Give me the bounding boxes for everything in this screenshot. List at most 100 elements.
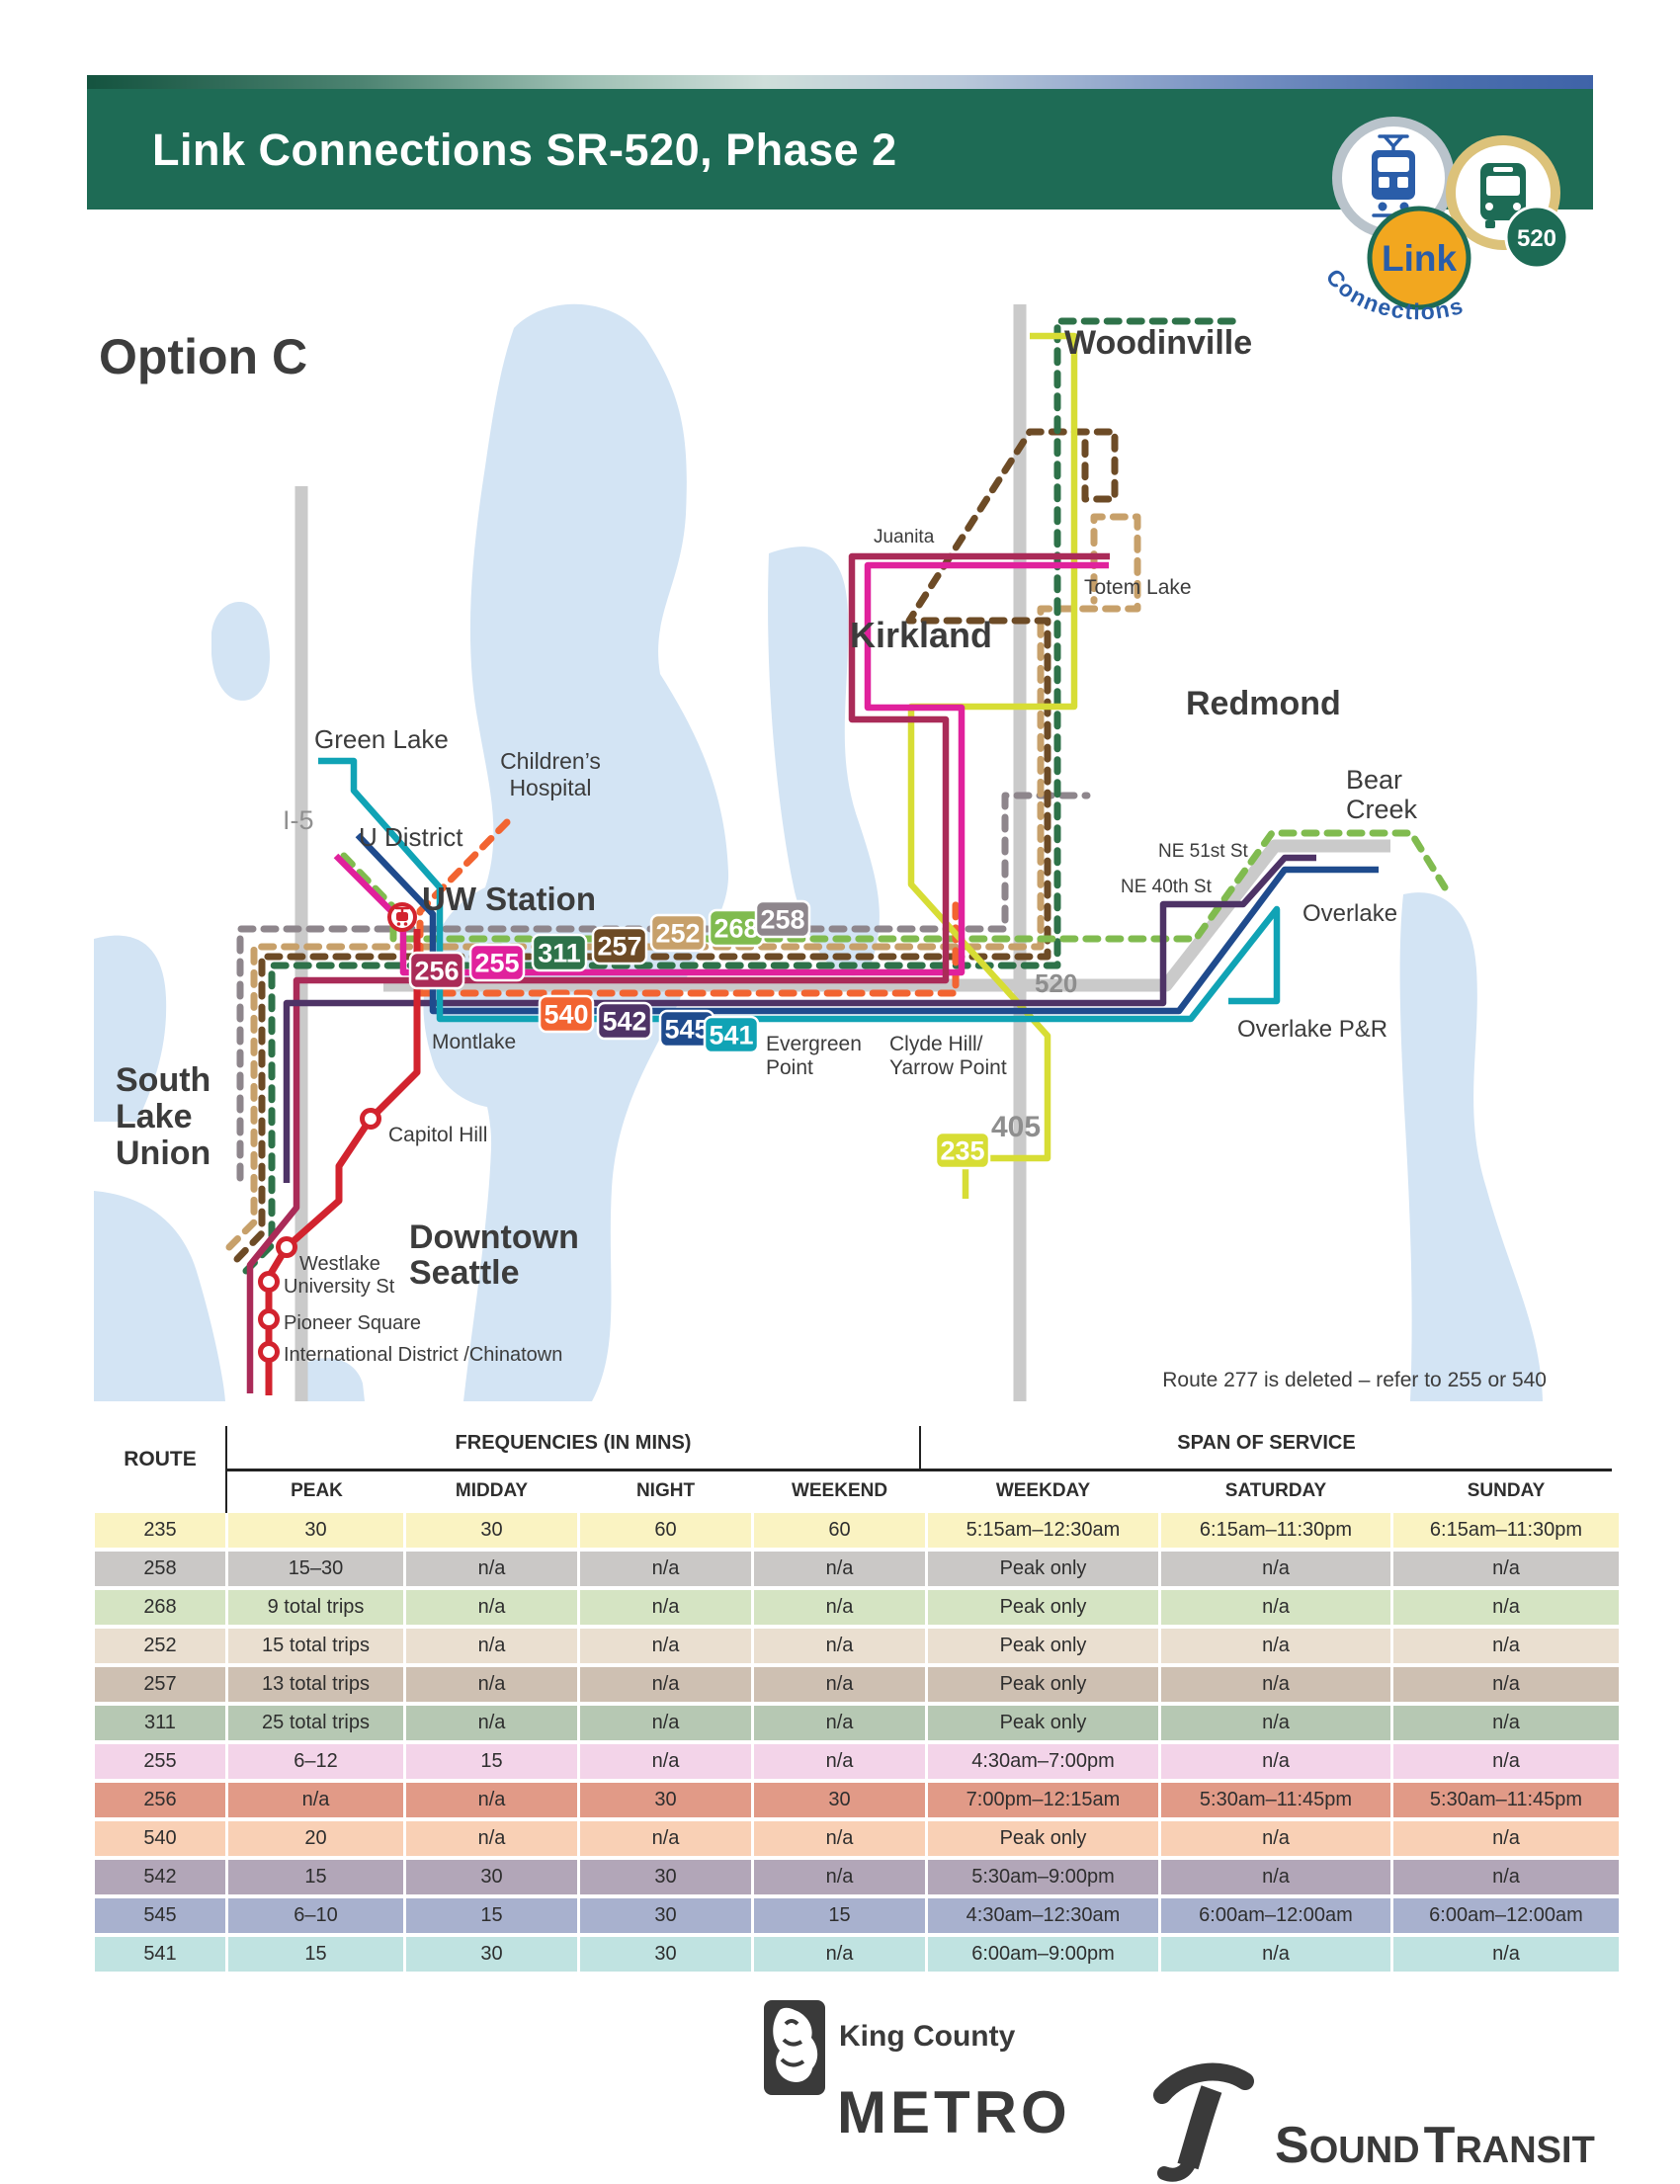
value-cell: n/a: [1161, 1937, 1390, 1972]
frequencies-group-header: FREQUENCIES (IN MINS): [225, 1426, 919, 1471]
span-group-header: SPAN OF SERVICE: [919, 1426, 1612, 1471]
route-number: 311: [95, 1706, 225, 1740]
value-cell: 15: [754, 1898, 925, 1933]
route-268-badge: 268: [708, 908, 765, 948]
svg-text:542: 542: [602, 1007, 646, 1037]
value-cell: n/a: [406, 1629, 577, 1663]
value-cell: n/a: [1393, 1552, 1619, 1586]
value-cell: 60: [580, 1513, 751, 1548]
value-cell: Peak only: [928, 1629, 1158, 1663]
logo-link-text: Link: [1382, 238, 1457, 279]
sound-transit-text: SOUNDTRANSIT: [1275, 2117, 1595, 2174]
value-cell: n/a: [754, 1629, 925, 1663]
label-montlake: Montlake: [432, 1031, 516, 1053]
value-cell: n/a: [580, 1552, 751, 1586]
route-256-line: [246, 552, 1110, 1393]
value-cell: 25 total trips: [228, 1706, 403, 1740]
value-cell: 20: [228, 1821, 403, 1856]
value-cell: Peak only: [928, 1552, 1158, 1586]
route-number: 257: [95, 1667, 225, 1702]
label-totem-lake: Totem Lake: [1084, 576, 1192, 599]
value-cell: n/a: [754, 1744, 925, 1779]
svg-text:311: 311: [538, 939, 581, 968]
label-woodinville: Woodinville: [1064, 324, 1252, 362]
value-cell: n/a: [580, 1821, 751, 1856]
value-cell: n/a: [754, 1937, 925, 1972]
svg-text:545: 545: [664, 1015, 709, 1045]
value-cell: n/a: [1393, 1590, 1619, 1625]
value-cell: 30: [406, 1937, 577, 1972]
label-capitol-hill: Capitol Hill: [388, 1124, 487, 1146]
value-cell: 30: [580, 1860, 751, 1894]
value-cell: 6:15am–11:30pm: [1161, 1513, 1390, 1548]
route-311-line: [242, 317, 1239, 1275]
value-cell: n/a: [406, 1821, 577, 1856]
svg-text:258: 258: [760, 905, 804, 935]
value-cell: n/a: [1161, 1860, 1390, 1894]
route-number: 255: [95, 1744, 225, 1779]
value-cell: n/a: [1393, 1860, 1619, 1894]
value-cell: 30: [228, 1513, 403, 1548]
svg-text:540: 540: [544, 1000, 588, 1030]
label-juanita: Juanita: [874, 527, 935, 547]
value-cell: Peak only: [928, 1821, 1158, 1856]
value-cell: 6–10: [228, 1898, 403, 1933]
route-277-note: Route 277 is deleted – refer to 255 or 5…: [1162, 1369, 1547, 1391]
column-header-weekend: WEEKEND: [791, 1480, 888, 1501]
column-header-midday: MIDDAY: [455, 1480, 529, 1501]
water-body: [768, 546, 880, 976]
label-u-district: U District: [359, 822, 463, 852]
value-cell: n/a: [580, 1629, 751, 1663]
route-number: 542: [95, 1860, 225, 1894]
value-cell: 7:00pm–12:15am: [928, 1783, 1158, 1817]
value-cell: 4:30am–12:30am: [928, 1898, 1158, 1933]
route-255-badge: 255: [468, 943, 526, 982]
value-cell: n/a: [1393, 1937, 1619, 1972]
value-cell: 60: [754, 1513, 925, 1548]
value-cell: n/a: [754, 1860, 925, 1894]
route-number: 268: [95, 1590, 225, 1625]
label-kirkland: Kirkland: [850, 615, 992, 655]
column-header-night: NIGHT: [635, 1480, 696, 1501]
value-cell: 5:15am–12:30am: [928, 1513, 1158, 1548]
label-uw-station: UW Station: [422, 881, 596, 917]
westlake-station: [276, 1236, 297, 1258]
uw-station-icon: [387, 902, 417, 932]
value-cell: 15: [228, 1937, 403, 1972]
option-label: Option C: [99, 329, 308, 384]
value-cell: 6:15am–11:30pm: [1393, 1513, 1619, 1548]
king-county-text: King County: [839, 2020, 1016, 2053]
route-235-line: [907, 332, 1078, 1199]
route-258-line: [236, 792, 1091, 1182]
value-cell: n/a: [754, 1821, 925, 1856]
link-connections-logo: Link 520 Connections: [1321, 117, 1569, 324]
pioneer-square-station: [258, 1308, 280, 1330]
value-cell: n/a: [406, 1783, 577, 1817]
route-258-badge: 258: [754, 899, 811, 939]
label-green-lake: Green Lake: [314, 724, 449, 754]
column-header-sunday: SUNDAY: [1467, 1480, 1546, 1501]
value-cell: 30: [580, 1937, 751, 1972]
sound-transit-mark: [1153, 2062, 1254, 2182]
value-cell: 4:30am–7:00pm: [928, 1744, 1158, 1779]
water-body: [94, 935, 167, 1122]
sound-transit-logo: SOUNDTRANSIT: [1153, 2062, 1595, 2182]
value-cell: 30: [406, 1860, 577, 1894]
value-cell: n/a: [1161, 1552, 1390, 1586]
value-cell: n/a: [754, 1706, 925, 1740]
value-cell: n/a: [754, 1552, 925, 1586]
label-i5: I-5: [283, 805, 314, 835]
value-cell: 6–12: [228, 1744, 403, 1779]
intl-district-station: [258, 1341, 280, 1363]
svg-text:255: 255: [474, 949, 519, 978]
value-cell: n/a: [1393, 1821, 1619, 1856]
